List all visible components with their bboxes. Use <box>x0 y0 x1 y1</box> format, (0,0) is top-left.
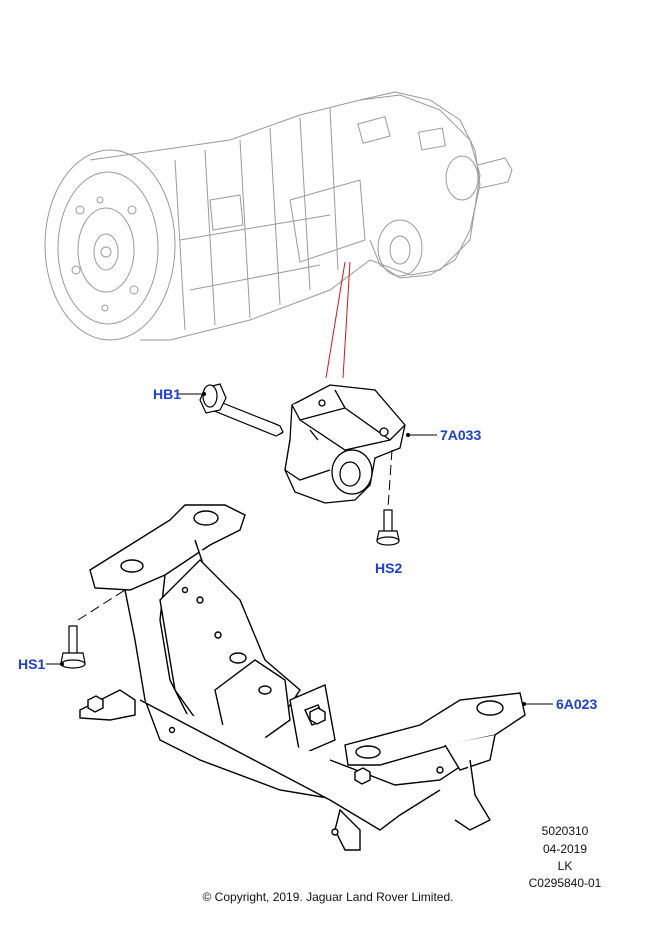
callout-hb1[interactable]: HB1 <box>153 386 182 402</box>
mount-bracket-7a033 <box>284 384 406 504</box>
reference-code: 5020310 <box>541 824 589 838</box>
mount-indicator-lines <box>325 261 351 379</box>
reference-document-id: C0295840-01 <box>528 876 602 890</box>
hs2-dash-line <box>387 449 393 509</box>
callout-6a023[interactable]: 6A023 <box>556 696 598 712</box>
hb1-bolt <box>199 383 284 437</box>
callout-7a033[interactable]: 7A033 <box>440 427 482 443</box>
reference-initials: LK <box>557 859 573 873</box>
leader-dots <box>60 392 526 706</box>
hs2-bolt <box>376 509 400 546</box>
hs1-dash-line <box>77 589 126 621</box>
transmission-illustration <box>44 91 513 341</box>
callout-hs1[interactable]: HS1 <box>18 656 46 672</box>
reference-date: 04-2019 <box>542 842 588 856</box>
callout-hs2[interactable]: HS2 <box>375 560 403 576</box>
hs1-bolt <box>60 625 86 669</box>
leader-lines <box>46 393 553 705</box>
crossmember-6a023 <box>79 504 526 851</box>
copyright-notice: © Copyright, 2019. Jaguar Land Rover Lim… <box>202 890 454 904</box>
